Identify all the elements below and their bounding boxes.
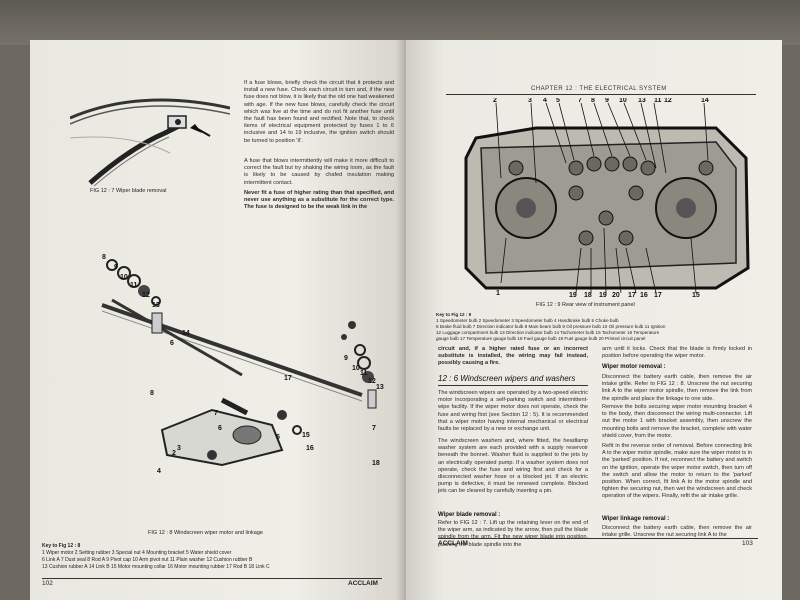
footer-title: ACCLAIM: [348, 580, 378, 587]
motor-removal-text: Disconnect the battery earth cable, then…: [602, 374, 752, 402]
svg-text:17: 17: [284, 375, 292, 382]
svg-text:10: 10: [619, 98, 627, 104]
blade-removal-heading: Wiper blade removal :: [438, 512, 501, 518]
svg-text:7: 7: [578, 98, 582, 104]
svg-text:9: 9: [114, 264, 118, 271]
svg-text:5: 5: [276, 434, 280, 441]
linkage-removal-text: Disconnect the battery earth cable, then…: [602, 525, 752, 539]
svg-text:12: 12: [368, 378, 376, 385]
svg-text:7: 7: [372, 425, 376, 432]
chapter-header: CHAPTER 12 : THE ELECTRICAL SYSTEM: [531, 86, 667, 92]
figure-9-key-title: Key to Fig 12 : 9: [436, 312, 472, 317]
figure-9-key-line: gauge bulb 17 Temperature gauge bulb 18 …: [436, 336, 646, 341]
svg-text:17: 17: [628, 292, 636, 298]
svg-text:10: 10: [352, 365, 360, 372]
svg-text:16: 16: [306, 445, 314, 452]
svg-text:3: 3: [528, 98, 532, 104]
svg-text:11: 11: [360, 370, 368, 377]
svg-text:20: 20: [612, 292, 620, 298]
wiper-blade-illustration: [70, 98, 230, 187]
svg-text:5: 5: [556, 98, 560, 104]
header-rule: [446, 94, 756, 95]
motor-removal-heading: Wiper motor removal :: [602, 364, 666, 370]
svg-text:11: 11: [654, 98, 662, 104]
svg-text:11: 11: [130, 282, 138, 289]
figure-7-caption: FIG 12 : 7 Wiper blade removal: [90, 188, 167, 194]
figure-8-key-title: Key to Fig 12 : 8: [42, 543, 81, 549]
svg-text:6: 6: [218, 425, 222, 432]
section-rule: [438, 385, 588, 386]
section-paragraph-2: The windscreen washers and, where fitted…: [438, 438, 588, 495]
svg-text:8: 8: [591, 98, 595, 104]
svg-text:4: 4: [543, 98, 547, 104]
figure-9-caption: FIG 12 : 9 Rear view of instrument panel: [536, 302, 635, 308]
figure-9-key-line: 12 Luggage compartment bulb 13 Direction…: [436, 330, 660, 335]
fuse-warning: Never fit a fuse of higher rating than t…: [244, 190, 394, 211]
svg-text:8: 8: [150, 390, 154, 397]
svg-text:19: 19: [569, 292, 577, 298]
figure-9-key-line: 1 Speedometer bulb 2 Speedometer 3 Speed…: [436, 318, 619, 323]
svg-text:16: 16: [640, 292, 648, 298]
svg-text:13: 13: [152, 302, 160, 309]
svg-text:18: 18: [372, 460, 380, 467]
footer-rule: [438, 538, 758, 539]
svg-text:9: 9: [605, 98, 609, 104]
fuse-continuation: circuit and, if a higher rated fuse or a…: [438, 346, 588, 367]
svg-text:14: 14: [182, 330, 190, 337]
svg-text:13: 13: [376, 384, 384, 391]
table-background: [0, 0, 800, 45]
footer-rule: [42, 578, 382, 579]
figure-8-key: Key to Fig 12 : 8 1 Wiper motor 2 Settin…: [42, 543, 397, 571]
svg-text:12: 12: [142, 292, 150, 299]
refit-text: Refit in the reverse order of removal. B…: [602, 443, 752, 500]
figure-9-key: Key to Fig 12 : 9 1 Speedometer bulb 2 S…: [436, 312, 766, 342]
right-page: CHAPTER 12 : THE ELECTRICAL SYSTEM: [406, 40, 782, 600]
figure-8-key-line: 13 Cushion rubber A 14 Link B 15 Motor m…: [42, 564, 270, 570]
svg-text:15: 15: [302, 432, 310, 439]
svg-text:10: 10: [120, 274, 128, 281]
svg-text:14: 14: [701, 98, 709, 104]
blade-removal-text: Refer to FIG 12 : 7. Lift up the retaini…: [438, 520, 588, 548]
svg-text:12: 12: [664, 98, 672, 104]
svg-text:13: 13: [638, 98, 646, 104]
left-page: FIG 12 : 7 Wiper blade removal If a fuse…: [30, 40, 406, 600]
open-manual: FIG 12 : 7 Wiper blade removal If a fuse…: [30, 40, 782, 600]
svg-text:18: 18: [584, 292, 592, 298]
section-paragraph-1: The windscreen wipers are operated by a …: [438, 390, 588, 433]
fuse-paragraph-2: A fuse that blows intermittently will ma…: [244, 158, 394, 186]
figure-9-key-line: 6 Brake fluid bulb 7 Direction indicator…: [436, 324, 666, 329]
blade-removal-continuation: arm until it locks. Check that the blade…: [602, 346, 752, 360]
footer-title: ACCLAIM: [438, 540, 468, 547]
motor-removal-text-2: Remove the bolts securing wiper motor mo…: [602, 404, 752, 439]
svg-text:15: 15: [692, 292, 700, 298]
svg-text:3: 3: [177, 445, 181, 452]
figure-8-key-line: 6 Link A 7 Dust seal 8 Rod A 9 Pivot cap…: [42, 557, 253, 563]
svg-text:1: 1: [496, 290, 500, 297]
page-number: 103: [742, 540, 753, 547]
svg-text:8: 8: [102, 254, 106, 261]
svg-text:2: 2: [172, 450, 176, 457]
svg-text:9: 9: [344, 355, 348, 362]
fuse-paragraph: If a fuse blows, briefly check the circu…: [244, 80, 394, 144]
figure-8-key-line: 1 Wiper motor 2 Setting rubber 3 Special…: [42, 550, 232, 556]
svg-text:19: 19: [599, 292, 607, 298]
svg-text:4: 4: [157, 468, 161, 475]
figure-8-caption: FIG 12 : 8 Windscreen wiper motor and li…: [148, 530, 263, 536]
linkage-removal-heading: Wiper linkage removal :: [602, 516, 670, 522]
svg-text:17: 17: [654, 292, 662, 298]
svg-text:2: 2: [493, 98, 497, 104]
svg-text:6: 6: [170, 340, 174, 347]
page-number: 102: [42, 580, 53, 587]
section-title: 12 : 6 Windscreen wipers and washers: [438, 374, 576, 383]
svg-text:7: 7: [214, 410, 218, 417]
wiper-motor-linkage-illustration: 8 9 10 11 12 13 14 6 8 17 9 10 11 12 13 …: [101, 254, 384, 475]
